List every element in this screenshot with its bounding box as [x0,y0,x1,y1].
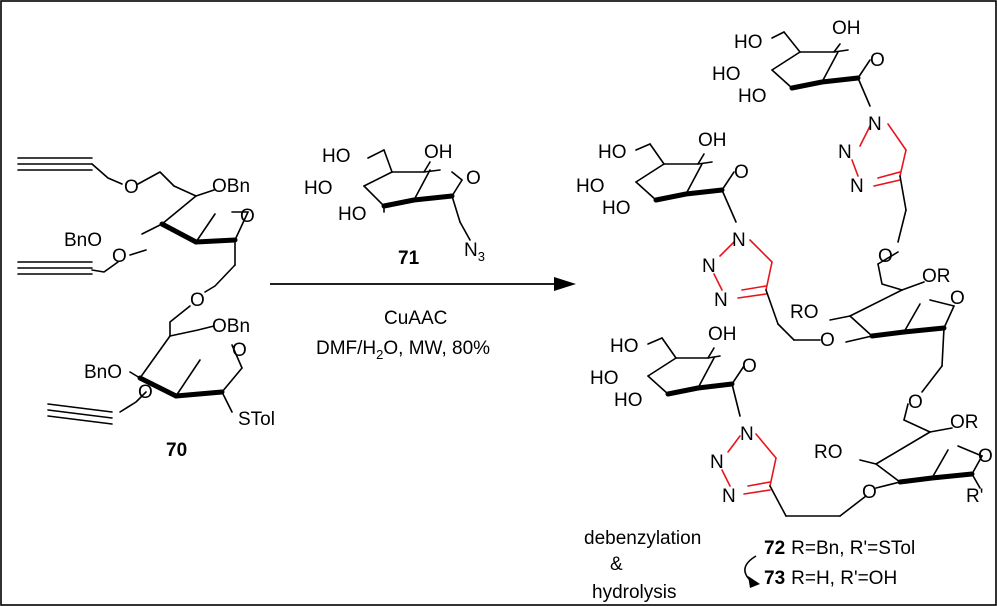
core-ether-o-1: O [878,246,893,267]
ho-label-71c: HO [338,204,367,225]
ho-left-a: HO [598,142,627,163]
triazole-left [713,239,795,341]
ho-top-a: HO [734,32,763,53]
ether-o-mid: O [112,246,127,267]
oh-top: OH [832,18,861,39]
compound-71-structure [363,149,471,241]
triazole-left-n3: N [714,290,728,311]
curved-arrow-head [748,576,760,588]
triazole-left-n2: N [702,256,716,277]
oh-left: OH [698,130,727,151]
or-label-2: OR [950,412,979,433]
ho-bottom-b: HO [590,368,619,389]
linker-o: O [190,290,205,311]
step-hydrolysis: hydrolysis [592,582,676,603]
reagent-line-1: CuAAC [384,308,447,329]
ring-o-top: O [870,50,885,71]
product-core-lower-ring [839,419,983,517]
stol-label-70: STol [238,409,275,430]
product-mannose-left [635,143,737,223]
triazole-bottom-n3: N [722,486,736,507]
compound-71-label: 71 [398,248,420,269]
ring-o-bottom: O [742,356,757,377]
ho-top-b: HO [712,64,741,85]
ho-label-71a: HO [322,146,351,167]
ro-label-2: RO [814,442,843,463]
oh-bottom: OH [708,324,737,345]
ho-top-c: HO [738,86,767,107]
triazole-top-n3: N [850,176,864,197]
ho-left-c: HO [602,198,631,219]
or-label-1: OR [922,266,951,287]
step-ampersand: & [610,554,623,575]
oh-label-71: OH [424,142,453,163]
ho-bottom-c: HO [614,390,643,411]
product-mannose-top [771,31,871,107]
triazole-bottom-n2: N [710,452,724,473]
product-core-upper-ring [793,251,955,367]
core-linker-o: O [908,392,923,413]
triazole-bottom [721,433,841,517]
triazole-left-n1: N [732,230,746,251]
ring-o-upper: O [240,206,255,227]
triazole-top-n1: N [868,114,882,135]
obn-label-2: OBn [212,316,250,337]
reagent-line-2: DMF/H2O, MW, 80% [316,338,490,362]
core-ether-o-3: O [862,482,877,503]
product-mannose-bottom [647,337,745,417]
ro-label-1: RO [790,302,819,323]
triazole-top-n2: N [838,142,852,163]
ho-bottom-a: HO [610,336,639,357]
triazole-top [851,123,907,243]
triazole-bottom-n1: N [740,424,754,445]
ring-o-left: O [734,162,749,183]
azide-label: N3 [464,240,485,264]
obn-label-1: OBn [212,176,250,197]
compound-70-structure [17,157,249,425]
core-ring-o-2: O [978,446,993,467]
reaction-arrow-head [554,277,576,291]
step-debenzylation: debenzylation [584,528,701,549]
ether-o-upper: O [124,177,139,198]
bno-label-2: BnO [84,362,122,383]
ether-o-lower: O [138,382,153,403]
core-ring-o-1: O [950,288,965,309]
ho-left-b: HO [576,176,605,197]
compound-70-label: 70 [166,440,187,461]
ring-o-lower: O [232,340,247,361]
core-ether-o-2: O [820,330,835,351]
bno-label-1: BnO [64,230,102,251]
ring-o-71: O [466,168,481,189]
ho-label-71b: HO [304,178,333,199]
r-prime-label: R' [966,486,983,507]
